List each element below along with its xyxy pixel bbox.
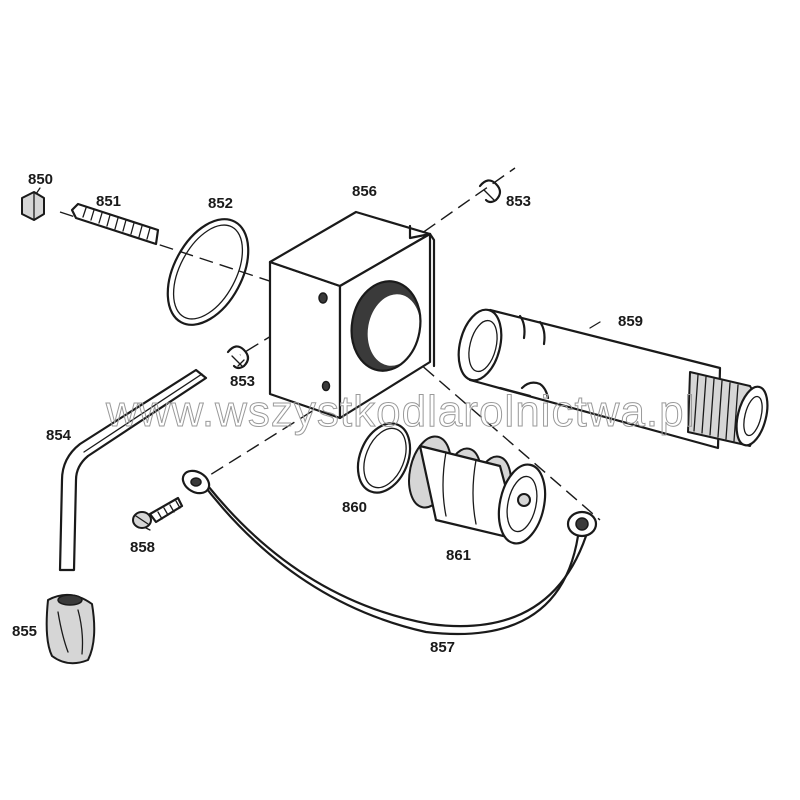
part-852-o-ring [166, 218, 250, 326]
part-859-threaded-tube [457, 308, 769, 450]
part-853-clip-upper [478, 179, 502, 204]
label-857: 857 [430, 639, 455, 656]
watermark: www.wszystkodlarolnictwa.pl [105, 387, 695, 436]
part-856-housing-block [268, 210, 436, 420]
label-861: 861 [446, 547, 471, 564]
part-853-clip-lower [226, 345, 250, 370]
label-856: 856 [352, 183, 377, 200]
part-851-threaded-rod [70, 202, 160, 246]
label-852: 852 [208, 195, 233, 212]
part-860-o-ring [356, 422, 412, 494]
label-853-lower: 853 [230, 373, 255, 390]
label-854: 854 [46, 427, 72, 444]
label-859: 859 [618, 313, 643, 330]
label-853-upper: 853 [506, 193, 531, 210]
part-labels: 850 851 852 856 853 859 853 854 860 858 … [12, 171, 643, 656]
label-850: 850 [28, 171, 53, 188]
label-855: 855 [12, 623, 37, 640]
part-855-knob [45, 593, 96, 665]
leader-lines [35, 187, 601, 531]
part-861-plunger [408, 435, 547, 545]
part-850-nut [21, 191, 45, 221]
part-857-cable [181, 469, 598, 636]
part-858-screw [132, 496, 184, 529]
part-854-bent-lever [58, 368, 208, 572]
label-860: 860 [342, 499, 367, 516]
label-858: 858 [130, 539, 155, 556]
label-851: 851 [96, 193, 121, 210]
